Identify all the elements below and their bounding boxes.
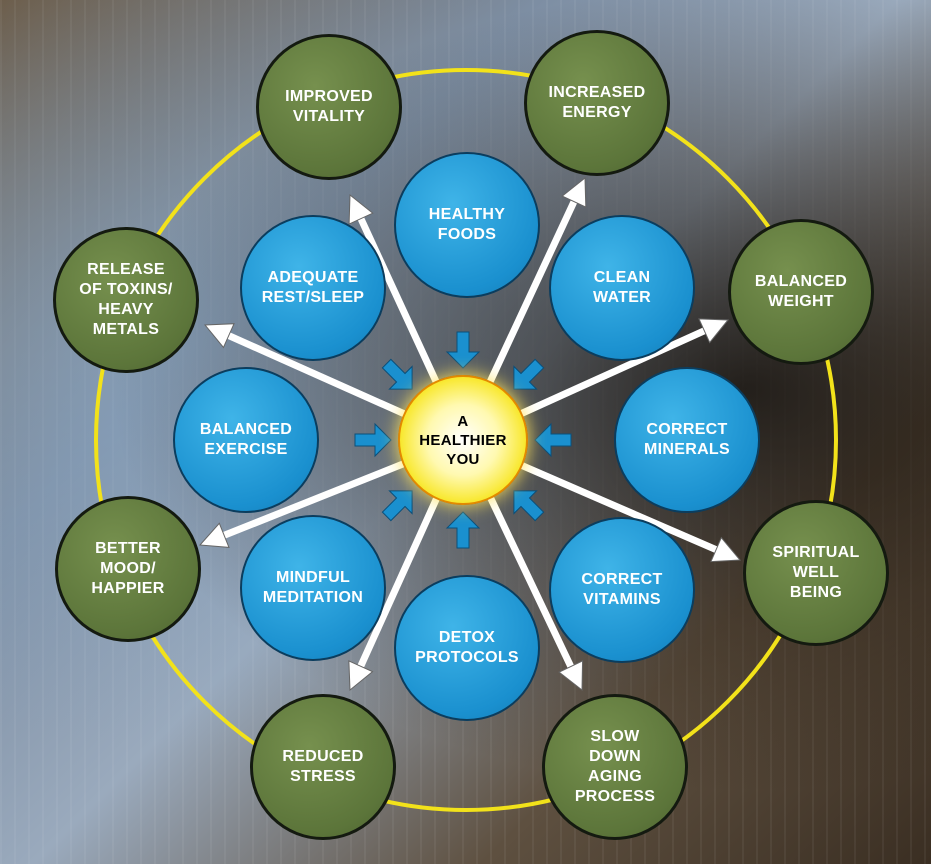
outcome-spiritual-well-being: SPIRITUAL WELL BEING [743, 500, 889, 646]
outward-arrow [485, 189, 583, 388]
outward-arrow [516, 322, 717, 419]
input-adequate-rest-sleep: ADEQUATE REST/SLEEP [240, 215, 386, 361]
outward-arrowhead [348, 660, 374, 692]
outward-arrow [352, 493, 442, 679]
outcome-label: BETTER MOOD/ HAPPIER [91, 540, 165, 597]
outcome-increased-energy: INCREASED ENERGY [524, 30, 670, 176]
outcome-improved-vitality: IMPROVED VITALITY [256, 34, 402, 180]
inward-arrow [513, 490, 545, 522]
outward-arrowhead [561, 176, 587, 208]
outcome-better-mood: BETTER MOOD/ HAPPIER [55, 496, 201, 642]
inward-arrow [381, 358, 413, 390]
input-label: CORRECT MINERALS [644, 421, 730, 458]
outward-arrowhead [710, 536, 742, 563]
outcome-slow-down-aging: SLOW DOWN AGING PROCESS [542, 694, 688, 840]
outcome-label: BALANCED WEIGHT [754, 273, 848, 310]
input-correct-vitamins: CORRECT VITAMINS [549, 517, 695, 663]
outcome-label: SPIRITUAL WELL BEING [772, 544, 860, 601]
outcome-label: RELEASE OF TOXINS/ HEAVY METALS [79, 261, 173, 338]
center-node: A HEALTHIER YOU [398, 375, 528, 505]
input-label: DETOX PROTOCOLS [415, 629, 519, 666]
outward-arrow [216, 327, 410, 419]
inward-arrow [354, 422, 392, 458]
outward-arrowhead [698, 318, 730, 344]
inward-arrow [381, 490, 413, 522]
outward-arrow [516, 460, 729, 558]
input-mindful-meditation: MINDFUL MEDITATION [240, 515, 386, 661]
inward-arrow [445, 511, 481, 549]
outcome-balanced-weight: BALANCED WEIGHT [728, 219, 874, 365]
outcome-label: INCREASED ENERGY [548, 84, 646, 121]
input-correct-minerals: CORRECT MINERALS [614, 367, 760, 513]
outcome-label: REDUCED STRESS [282, 748, 364, 785]
center-label: A HEALTHIER YOU [419, 412, 507, 468]
outcome-reduced-stress: REDUCED STRESS [250, 694, 396, 840]
inward-arrow [513, 358, 545, 390]
outcome-label: IMPROVED VITALITY [285, 88, 373, 125]
input-label: BALANCED EXERCISE [199, 421, 293, 458]
outward-arrow [352, 206, 442, 387]
outward-arrowhead [558, 660, 584, 692]
outward-arrowhead [203, 323, 235, 349]
input-healthy-foods: HEALTHY FOODS [394, 152, 540, 298]
outcome-label: SLOW DOWN AGING PROCESS [574, 728, 656, 805]
input-balanced-exercise: BALANCED EXERCISE [173, 367, 319, 513]
input-label: ADEQUATE REST/SLEEP [261, 269, 365, 306]
input-detox-protocols: DETOX PROTOCOLS [394, 575, 540, 721]
inward-arrow [534, 422, 572, 458]
input-label: HEALTHY FOODS [428, 206, 506, 243]
yellow-ring [94, 68, 838, 812]
outward-arrow [485, 492, 580, 679]
input-label: CLEAN WATER [592, 269, 652, 306]
input-label: CORRECT VITAMINS [581, 571, 663, 608]
outward-arrowhead [348, 193, 374, 225]
outward-arrowhead [198, 522, 230, 548]
input-label: MINDFUL MEDITATION [262, 569, 364, 606]
inward-arrow [445, 331, 481, 369]
outward-arrow [211, 458, 409, 544]
outcome-release-of-toxins: RELEASE OF TOXINS/ HEAVY METALS [53, 227, 199, 373]
input-clean-water: CLEAN WATER [549, 215, 695, 361]
